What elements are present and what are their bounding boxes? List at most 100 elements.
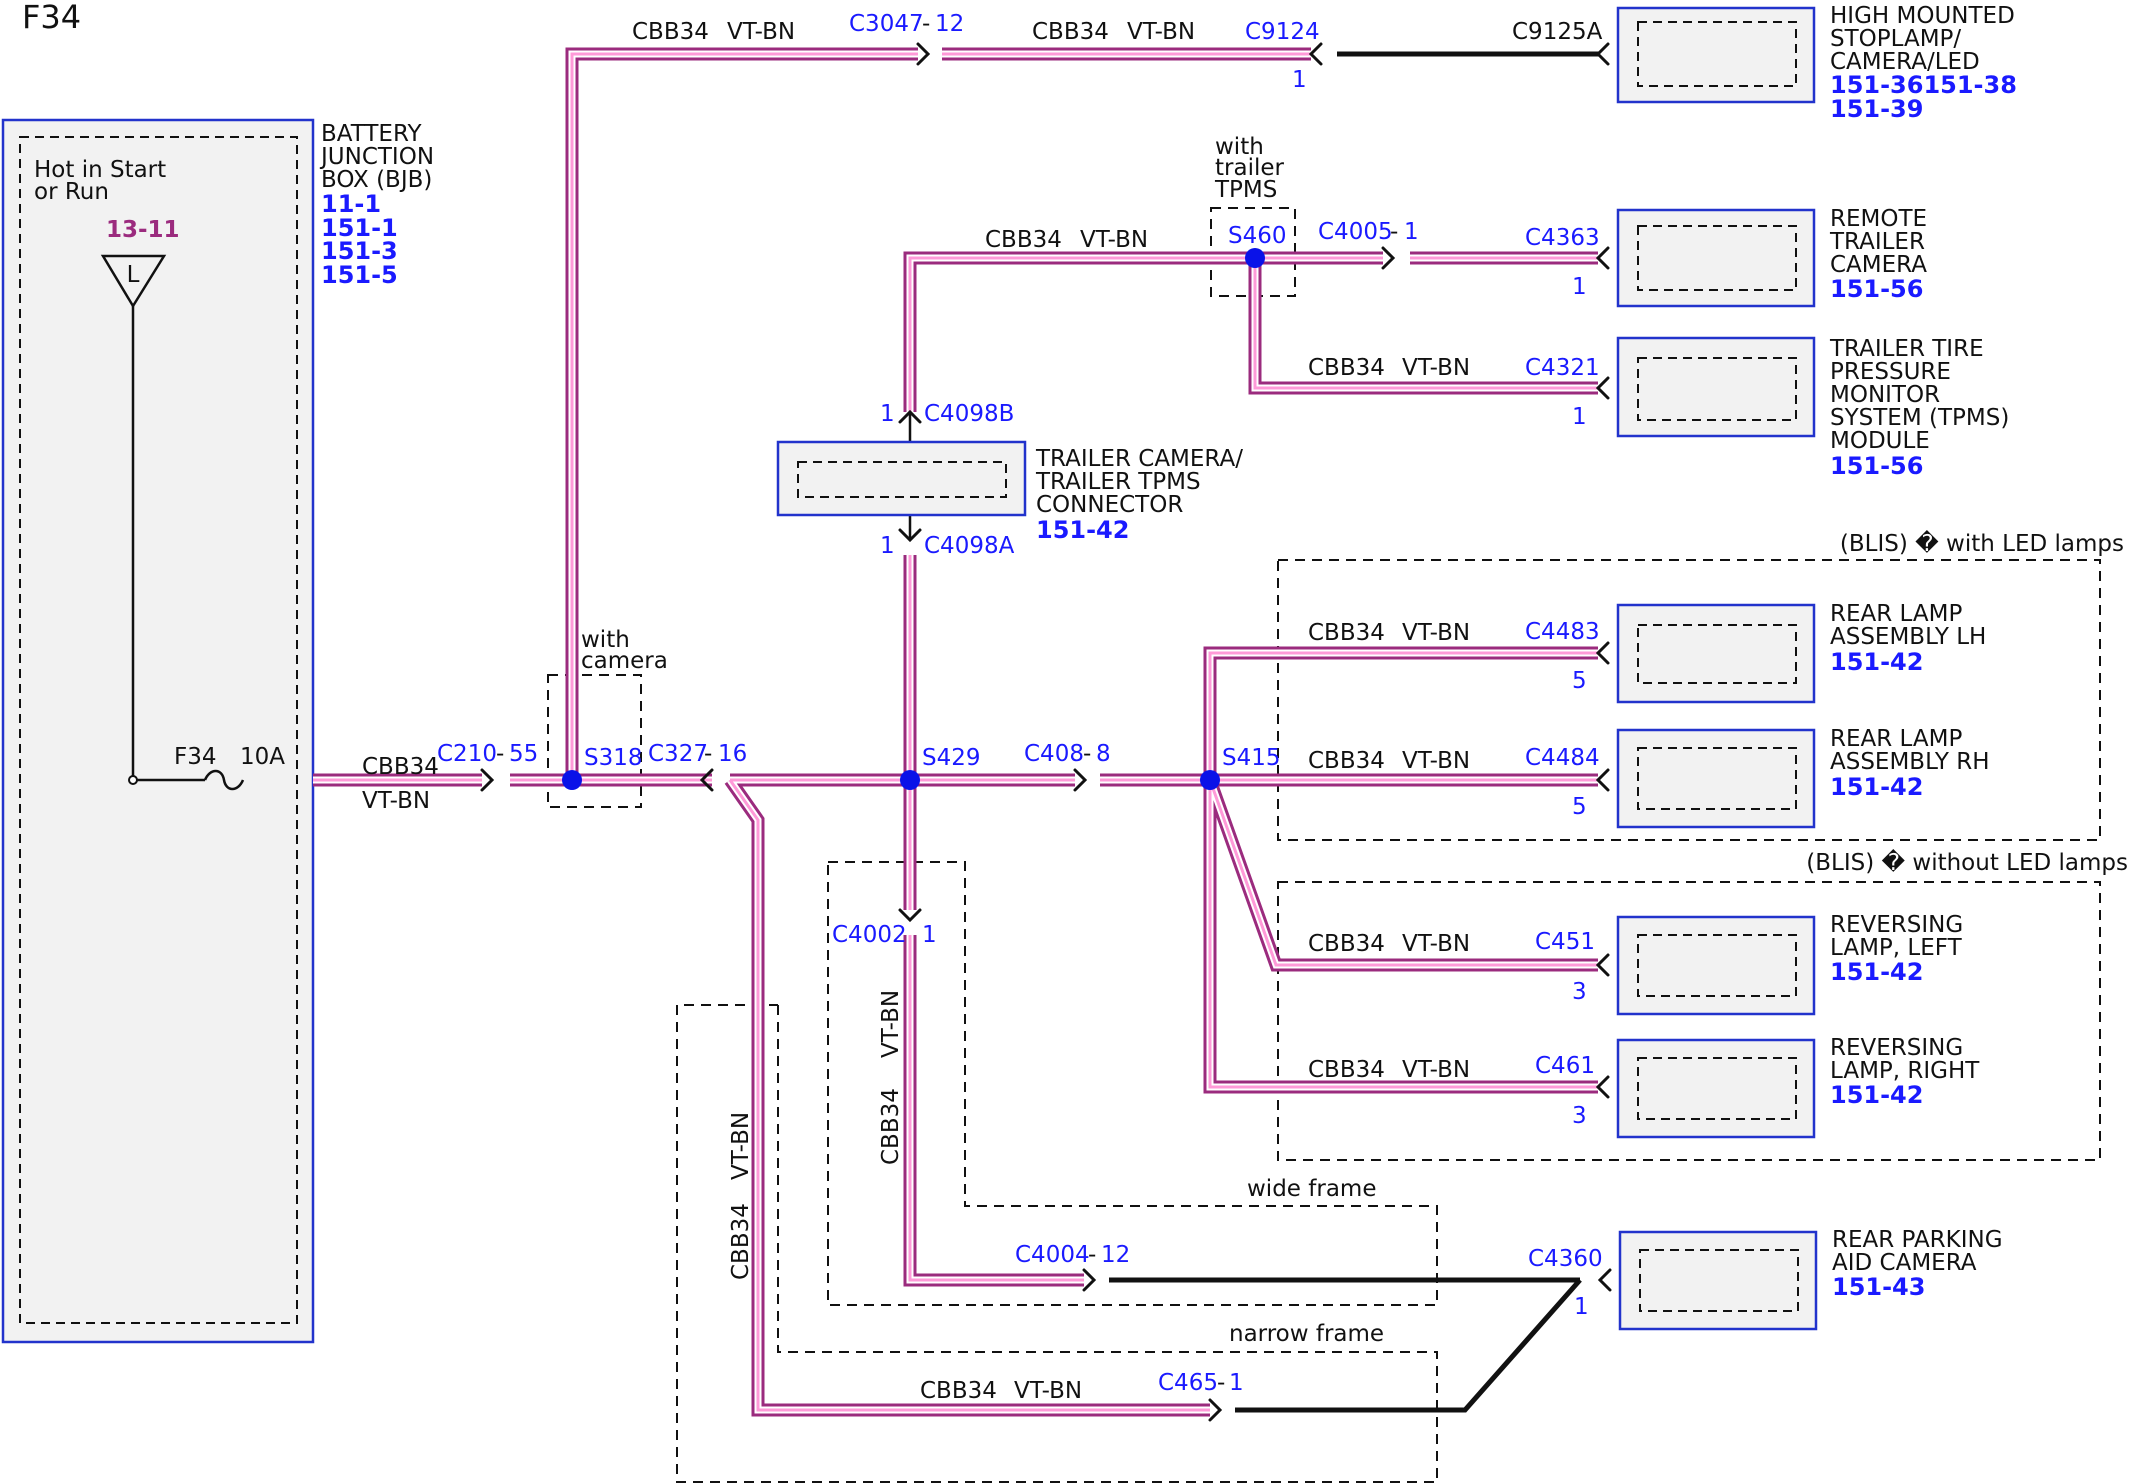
c4321-label[interactable]: C4321 bbox=[1525, 355, 1600, 381]
c4321-arrow-icon bbox=[1595, 376, 1610, 400]
parking-camera-ref[interactable]: 151-43 bbox=[1832, 1273, 1925, 1301]
parking-camera-box[interactable] bbox=[1618, 1230, 1818, 1331]
reversing-right-box[interactable] bbox=[1616, 1038, 1816, 1139]
rear-lamp-lh-box[interactable] bbox=[1616, 603, 1816, 704]
rear-lamp-rh-inner bbox=[1637, 747, 1797, 810]
c408-arrow-icon bbox=[1073, 768, 1088, 792]
tpms-module-box[interactable] bbox=[1616, 336, 1816, 438]
c4004-label[interactable]: C4004 - 12 bbox=[1015, 1242, 1130, 1268]
tpms-ref[interactable]: 151-56 bbox=[1830, 452, 1923, 480]
c4321-pin: 1 bbox=[1572, 404, 1587, 430]
with-camera-1: with bbox=[581, 627, 630, 653]
c451-label[interactable]: C451 bbox=[1535, 929, 1595, 955]
c465-pin: 1 bbox=[1229, 1370, 1244, 1396]
c4098b-label[interactable]: C4098B bbox=[924, 401, 1014, 427]
rear-lamp-lh-inner bbox=[1637, 624, 1797, 684]
rev-right-wire-circuit: CBB34 bbox=[1308, 1057, 1385, 1083]
rear-lamp-lh-ref[interactable]: 151-42 bbox=[1830, 648, 1923, 676]
splice-s415[interactable] bbox=[1200, 770, 1220, 790]
wire-c327-c465-wire-mid bbox=[727, 777, 1210, 1414]
c4098a-arrow-icon bbox=[898, 528, 922, 543]
remote-camera-name-1: REMOTE bbox=[1830, 206, 1927, 232]
parking-camera-name-2: AID CAMERA bbox=[1832, 1250, 1977, 1276]
lh-wire-circuit: CBB34 bbox=[1308, 620, 1385, 646]
narrow-wire-color: VT-BN bbox=[1014, 1378, 1082, 1404]
wire-circuit-label: CBB34 bbox=[362, 754, 439, 780]
trailer-connector-name-2: TRAILER TPMS bbox=[1035, 469, 1201, 495]
c4002-label[interactable]: C4002 bbox=[832, 922, 907, 948]
rh-wire-color: VT-BN bbox=[1402, 748, 1470, 774]
c9124-label[interactable]: C9124 bbox=[1245, 19, 1320, 45]
c4005-id: C4005 bbox=[1318, 219, 1393, 245]
c327-arrow-icon bbox=[699, 768, 714, 792]
c4005-label[interactable]: C4005 - 1 bbox=[1318, 219, 1419, 245]
splice-s429[interactable] bbox=[900, 770, 920, 790]
rear-lamp-rh-ref[interactable]: 151-42 bbox=[1830, 773, 1923, 801]
c461-label[interactable]: C461 bbox=[1535, 1053, 1595, 1079]
c4363-label[interactable]: C4363 bbox=[1525, 225, 1600, 251]
stoplamp-ref-1[interactable]: 151-36151-38 bbox=[1830, 71, 2017, 99]
blis-led-label: (BLIS) � with LED lamps bbox=[1840, 529, 2124, 557]
bjb-inner-box bbox=[19, 136, 298, 1324]
wire-c4002-c4004-wire-out bbox=[903, 935, 1084, 1287]
bjb-ref-1[interactable]: 11-1 bbox=[321, 190, 381, 218]
remote-camera-ref[interactable]: 151-56 bbox=[1830, 275, 1923, 303]
power-symbol: L bbox=[127, 262, 140, 288]
c4484-arrow-icon bbox=[1595, 768, 1610, 792]
c210-id: C210 bbox=[437, 741, 497, 767]
tpms-wire-circuit: CBB34 bbox=[1308, 355, 1385, 381]
c4098b-arrow-icon bbox=[898, 409, 922, 424]
bjb-name-3: BOX (BJB) bbox=[321, 167, 432, 193]
trailer-connector-inner bbox=[797, 461, 1007, 498]
c4484-label[interactable]: C4484 bbox=[1525, 745, 1600, 771]
rh-wire-circuit: CBB34 bbox=[1308, 748, 1385, 774]
reversing-left-inner bbox=[1637, 934, 1797, 997]
bjb-ref-3[interactable]: 151-3 bbox=[321, 237, 398, 265]
rear-lamp-rh-box[interactable] bbox=[1616, 728, 1816, 829]
wire-s415-c461-wire-in bbox=[1208, 780, 1598, 1089]
reversing-left-name-1: REVERSING bbox=[1830, 912, 1963, 938]
c9125a-label[interactable]: C9125A bbox=[1512, 19, 1603, 45]
c465-label[interactable]: C465 - 1 bbox=[1158, 1370, 1244, 1396]
tpms-module-inner bbox=[1637, 357, 1797, 421]
reversing-left-ref[interactable]: 151-42 bbox=[1830, 958, 1923, 986]
wire-group bbox=[313, 47, 1598, 1417]
with-camera-2: camera bbox=[581, 648, 668, 674]
remote-camera-name-3: CAMERA bbox=[1830, 252, 1927, 278]
c3047-label[interactable]: C3047 - 12 bbox=[849, 11, 964, 37]
splice-s318[interactable] bbox=[562, 770, 582, 790]
parking-camera-name-1: REAR PARKING bbox=[1832, 1227, 2003, 1253]
power-label-1: Hot in Start bbox=[34, 157, 166, 183]
top-wire-circuit-2: CBB34 bbox=[1032, 19, 1109, 45]
c4098a-label[interactable]: C4098A bbox=[924, 533, 1015, 559]
c4483-arrow-icon bbox=[1595, 641, 1610, 665]
blis-led-box bbox=[1277, 559, 2101, 841]
c327-label[interactable]: C327 - 16 bbox=[648, 741, 747, 767]
bjb-ref-4[interactable]: 151-5 bbox=[321, 261, 398, 289]
c4004-dash: - bbox=[1088, 1242, 1096, 1268]
diagram-title: F34 bbox=[22, 0, 81, 36]
remote-camera-box[interactable] bbox=[1616, 208, 1816, 308]
stoplamp-ref-2[interactable]: 151-39 bbox=[1830, 95, 1923, 123]
c408-dash: - bbox=[1083, 741, 1091, 767]
c327-dash: - bbox=[704, 741, 712, 767]
splice-s460[interactable] bbox=[1245, 248, 1265, 268]
with-tpms-1: with bbox=[1215, 134, 1264, 160]
c4360-label[interactable]: C4360 bbox=[1528, 1246, 1603, 1272]
c210-label[interactable]: C210 - 55 bbox=[437, 741, 538, 767]
c4363-arrow-icon bbox=[1595, 246, 1610, 270]
wire-c465-camera bbox=[1235, 1278, 1582, 1413]
reversing-left-box[interactable] bbox=[1616, 915, 1816, 1016]
c408-label[interactable]: C408 - 8 bbox=[1024, 741, 1111, 767]
remote-camera-inner bbox=[1637, 225, 1797, 291]
c4004-arrow-icon bbox=[1082, 1268, 1097, 1292]
trailer-connector-ref[interactable]: 151-42 bbox=[1036, 516, 1129, 544]
c9124-pin: 1 bbox=[1292, 67, 1307, 93]
bjb-ref-2[interactable]: 151-1 bbox=[321, 214, 398, 242]
top-wire-color-1: VT-BN bbox=[727, 19, 795, 45]
reversing-right-ref[interactable]: 151-42 bbox=[1830, 1081, 1923, 1109]
trailer-connector-box[interactable] bbox=[776, 440, 1027, 517]
c4483-label[interactable]: C4483 bbox=[1525, 619, 1600, 645]
with-tpms-2: trailer bbox=[1215, 155, 1284, 181]
fuse-icon bbox=[203, 769, 245, 791]
